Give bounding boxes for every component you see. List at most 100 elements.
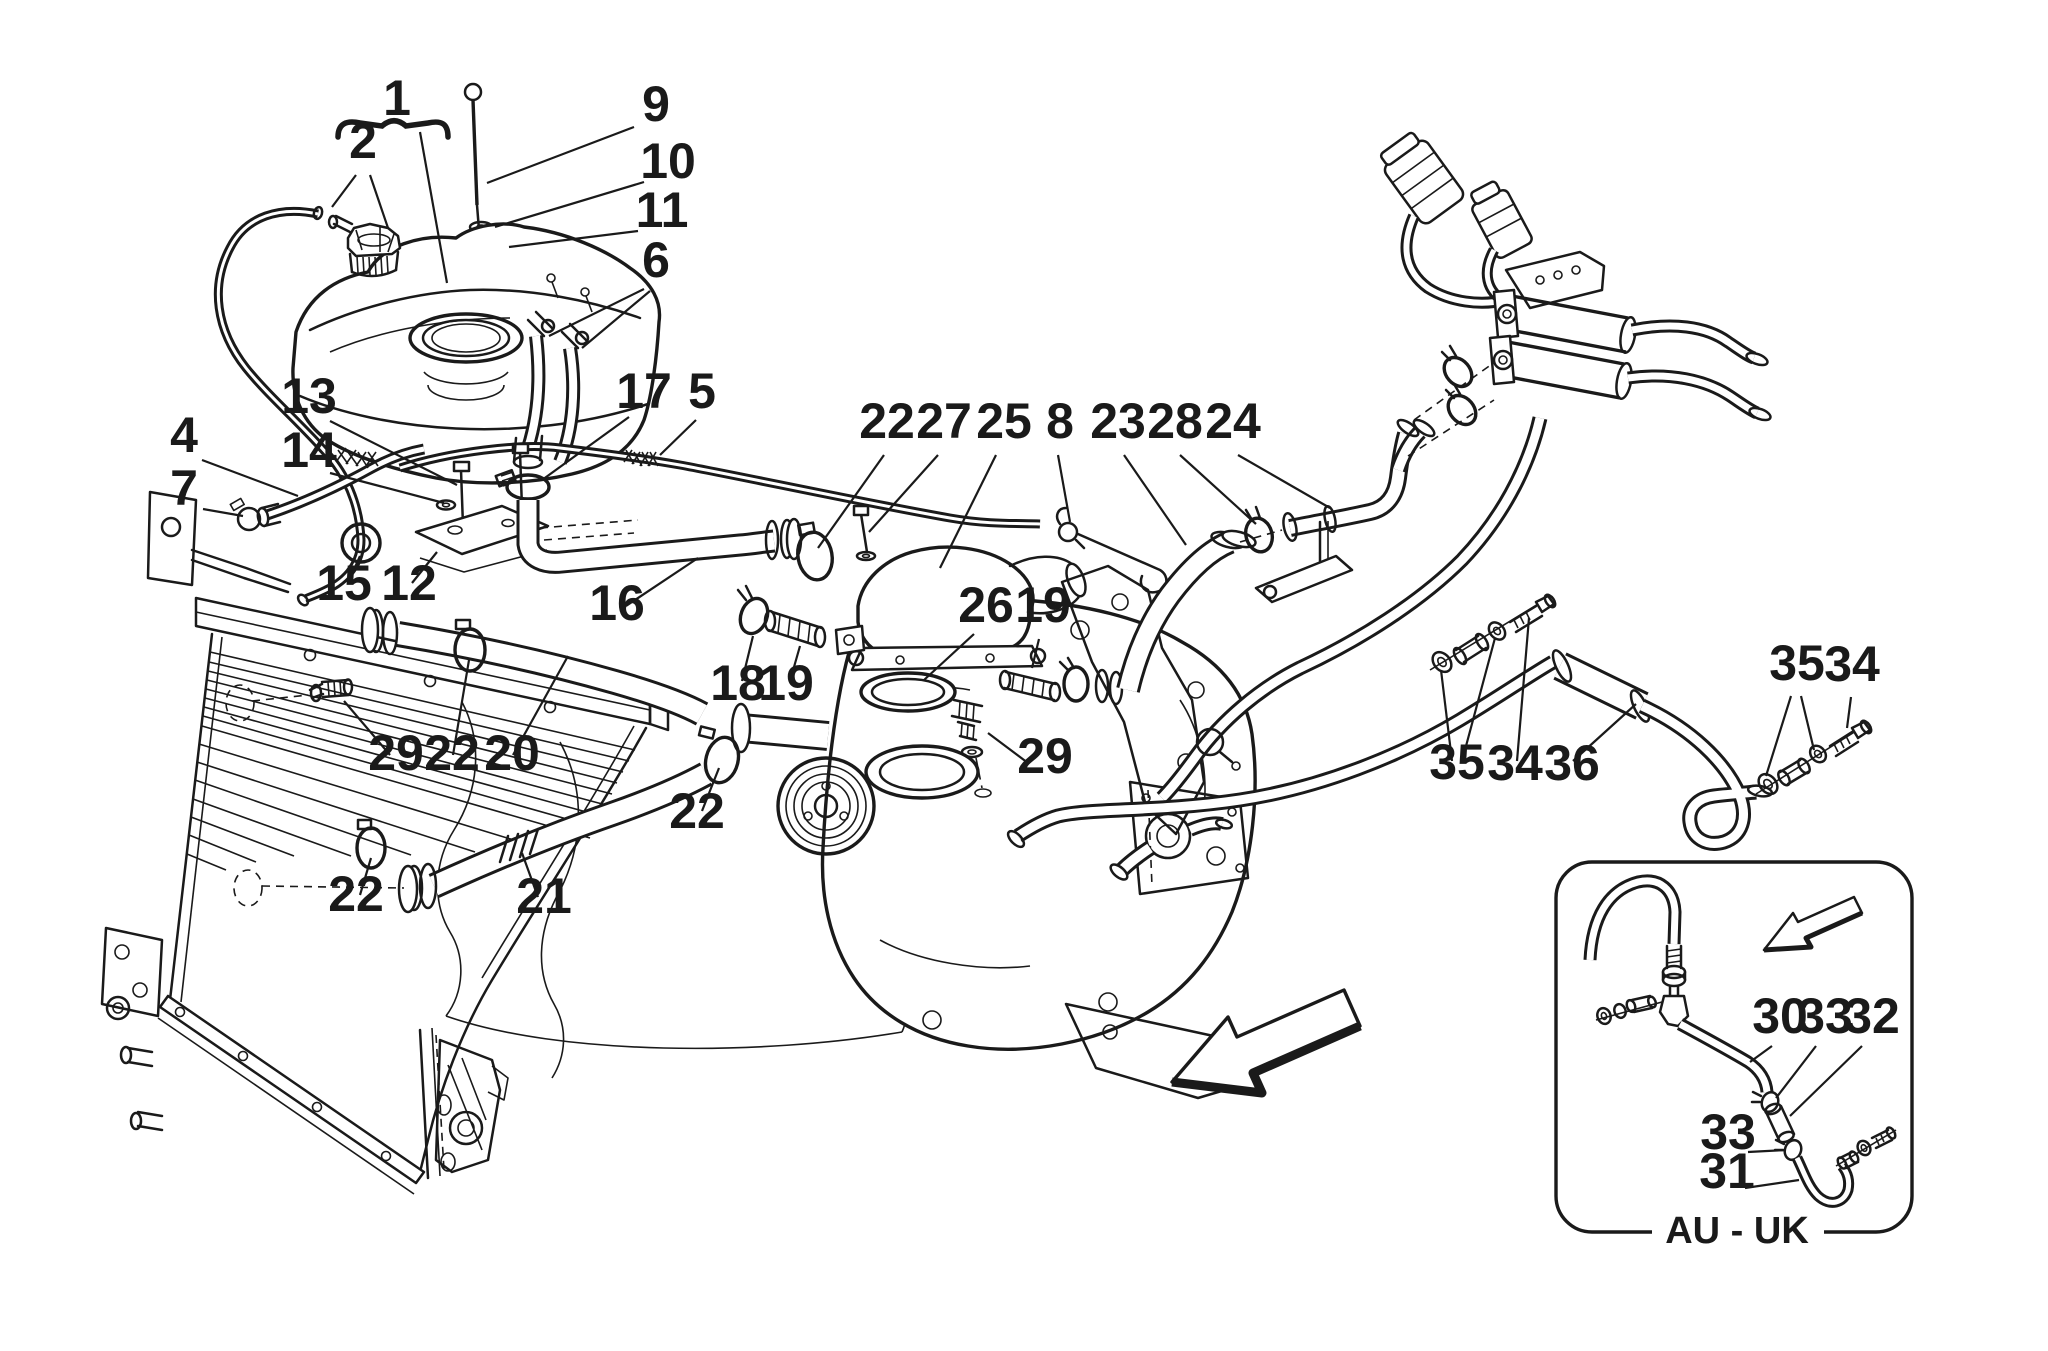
callout-label-19: 19	[758, 655, 814, 711]
callout-label-18: 18	[710, 655, 766, 711]
callout-leader-35	[1439, 669, 1454, 762]
hose-16	[519, 500, 775, 571]
valve-bracket	[1504, 250, 1606, 310]
callout-leader-8	[1056, 454, 1072, 523]
inset-hose-31	[1794, 1156, 1852, 1205]
callout-leader-33	[1775, 1045, 1817, 1099]
junction-plate	[1109, 780, 1250, 896]
callout-leader-28	[1179, 454, 1257, 525]
hose-21-ribs	[498, 827, 540, 864]
inset-au-uk: AU - UK	[1554, 860, 1914, 1252]
callout-leader-17	[541, 416, 630, 481]
callout-label-6: 6	[642, 232, 670, 288]
callout-label-16: 16	[589, 575, 645, 631]
filler-cap	[327, 214, 402, 278]
callout-leader-2	[331, 174, 357, 208]
main-hoses	[225, 434, 834, 914]
callout-leader-25	[939, 454, 997, 569]
callout-label-32: 32	[1844, 988, 1900, 1044]
callout-label-10: 10	[640, 133, 696, 189]
callout-leader-22	[358, 857, 373, 896]
callout-label-22: 22	[424, 725, 480, 781]
callout-label-19: 19	[1015, 577, 1071, 633]
callout-leader-6	[548, 288, 645, 337]
pipe-36	[1015, 658, 1556, 840]
callout-leader-22	[700, 767, 721, 812]
radiator-lower-bracket	[434, 1038, 509, 1174]
callout-leader-22	[817, 454, 885, 549]
callout-label-27: 27	[916, 393, 972, 449]
callout-label-24: 24	[1205, 393, 1261, 449]
support-strap	[1254, 554, 1354, 604]
inset-region-label: AU - UK	[1665, 1210, 1809, 1252]
radiator-fins	[186, 651, 636, 871]
callout-leader-11	[508, 229, 639, 249]
callout-leader-24	[1237, 454, 1331, 509]
callout-leader-34	[1845, 696, 1853, 729]
callout-leader-23	[1123, 454, 1187, 546]
callout-label-20: 20	[484, 725, 540, 781]
callout-leader-21	[520, 852, 540, 898]
callout-label-22: 22	[669, 783, 725, 839]
radiator-bottom-bar	[158, 994, 426, 1185]
callout-leader-31	[1744, 1178, 1800, 1190]
callout-leader-32	[1789, 1045, 1863, 1117]
callout-label-29: 29	[1017, 728, 1073, 784]
clip-8	[1057, 521, 1079, 543]
callout-label-12: 12	[381, 555, 437, 611]
banjo-right	[1755, 719, 1873, 796]
hose-21	[429, 765, 711, 896]
callout-leader-22	[451, 659, 471, 756]
callout-label-28: 28	[1147, 393, 1203, 449]
callout-leader-29	[343, 700, 391, 756]
tank-body	[291, 222, 662, 485]
callout-label-17: 17	[616, 363, 672, 419]
callout-leader-6	[581, 290, 651, 349]
thermostat-cover	[834, 545, 1087, 672]
hose-5-woven-sleeve	[623, 449, 659, 467]
connector-b	[1470, 180, 1533, 260]
callout-label-26: 26	[958, 577, 1014, 633]
callout-label-5: 5	[688, 363, 716, 419]
callout-label-33: 33	[1700, 1104, 1756, 1160]
pump-pulley	[776, 756, 876, 856]
callout-leader-27	[868, 454, 939, 533]
callout-leader-26	[923, 633, 975, 681]
expansion-tank	[213, 82, 662, 607]
valve-lower	[1488, 334, 1772, 422]
callout-leader-34	[1515, 617, 1531, 762]
heater-pipes	[1116, 344, 1495, 693]
small-hoses	[229, 442, 1168, 594]
callout-label-15: 15	[316, 555, 372, 611]
hose-4-woven-sleeve	[335, 447, 379, 469]
bleeder-29	[225, 678, 354, 722]
callout-leader-14	[329, 471, 445, 505]
clamp-28	[1243, 516, 1275, 554]
callout-label-25: 25	[976, 393, 1032, 449]
solenoid-valves	[1379, 131, 1772, 422]
radiator	[100, 490, 916, 1195]
callout-label-35: 35	[1769, 635, 1825, 691]
callout-leader-9	[486, 125, 635, 185]
grommet-15	[340, 522, 382, 564]
breather-hose	[216, 209, 363, 601]
callout-leader-19	[788, 645, 802, 682]
callout-label-22: 22	[328, 866, 384, 922]
callout-label-33: 33	[1797, 988, 1853, 1044]
callout-leader-35	[1460, 637, 1497, 762]
rigid-vent-line	[1076, 532, 1168, 594]
callout-label-22: 22	[859, 393, 915, 449]
clamp-22-radiator-bottom	[355, 826, 387, 870]
callout-label-2: 2	[349, 113, 377, 169]
connector-a	[1379, 131, 1465, 225]
clamp-22-pump	[703, 735, 741, 785]
inset-clamp-33b	[1783, 1138, 1803, 1162]
inset-direction-arrow-icon	[1762, 895, 1864, 953]
callout-label-34: 34	[1487, 735, 1543, 791]
sleeve-19-right	[998, 656, 1124, 706]
callout-1-brace	[335, 118, 451, 140]
sensor-29	[950, 698, 992, 798]
valve-upper	[1492, 288, 1769, 367]
callout-label-7: 7	[170, 460, 198, 516]
